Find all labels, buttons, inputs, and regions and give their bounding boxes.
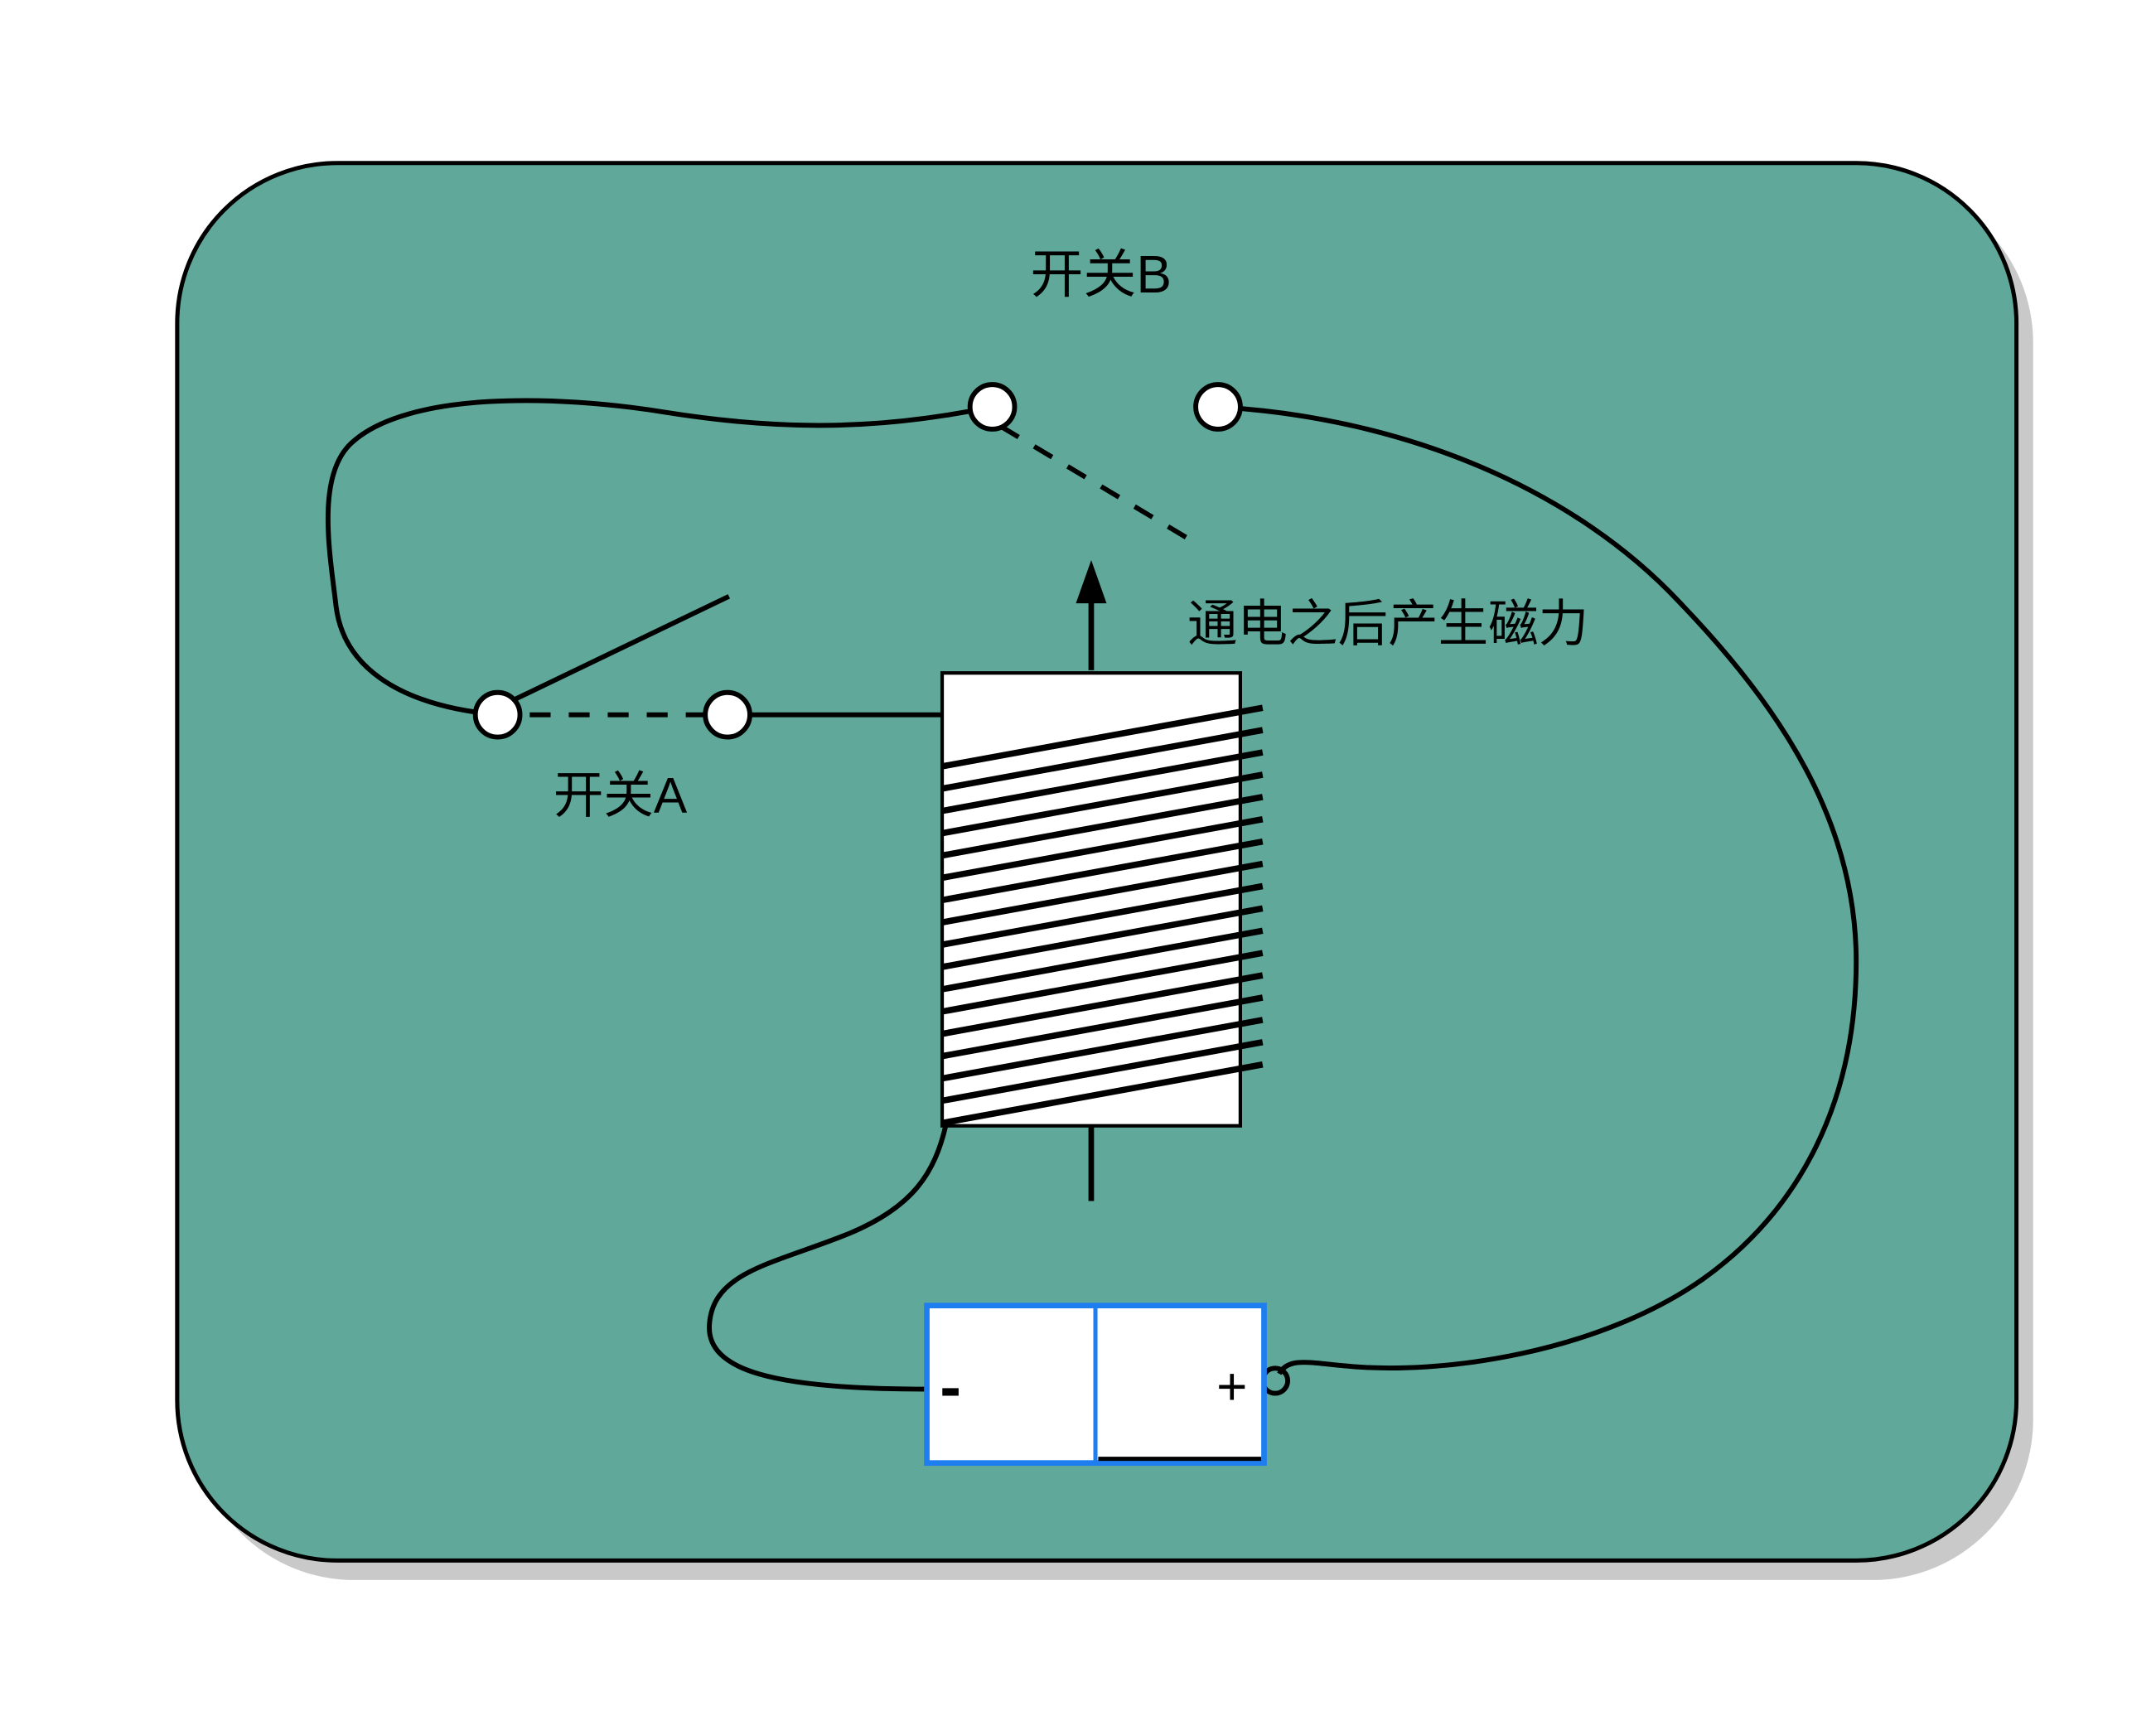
battery-plus-label: + xyxy=(1216,1356,1247,1416)
coil-winding-line xyxy=(941,794,1264,859)
coil-winding-line xyxy=(941,860,1264,926)
switch-a-contact-right xyxy=(703,689,752,740)
coil-winding-line xyxy=(941,838,1264,904)
switch-a-lever xyxy=(507,594,731,705)
wire-switchB-to-switchA xyxy=(326,398,993,718)
coil-winding-line xyxy=(941,704,1264,770)
coil-winding-line xyxy=(941,927,1264,993)
coil-winding-line xyxy=(941,1061,1264,1127)
switch-a-contact-left xyxy=(472,689,523,740)
coil-winding-line xyxy=(941,727,1264,792)
coil-winding-line xyxy=(941,749,1264,814)
coil-winding-line xyxy=(941,771,1264,837)
coil-winding-line xyxy=(941,1039,1264,1104)
coil-winding-line xyxy=(941,1017,1264,1082)
coil-winding-line xyxy=(941,882,1264,948)
switch-b-label: 开关B xyxy=(1031,244,1172,304)
coil-winding-line xyxy=(941,972,1264,1037)
wire-coil-to-battery xyxy=(707,1122,949,1392)
coil-windings xyxy=(941,704,1264,1127)
switch-a-label: 开关A xyxy=(554,766,688,823)
coil-winding-line xyxy=(941,905,1264,970)
switch-b-contact-right xyxy=(1193,382,1243,432)
coil-winding-line xyxy=(941,994,1264,1060)
coil-caption: 通电之后产生磁力 xyxy=(1187,596,1588,652)
battery-minus-label: - xyxy=(940,1351,961,1423)
wire-battery-to-switchB xyxy=(1217,404,1859,1375)
switch-b-contact-left xyxy=(967,382,1018,432)
coil-winding-line xyxy=(941,950,1264,1015)
magnetic-arrow-head xyxy=(1076,560,1107,604)
coil-winding-line xyxy=(941,816,1264,882)
